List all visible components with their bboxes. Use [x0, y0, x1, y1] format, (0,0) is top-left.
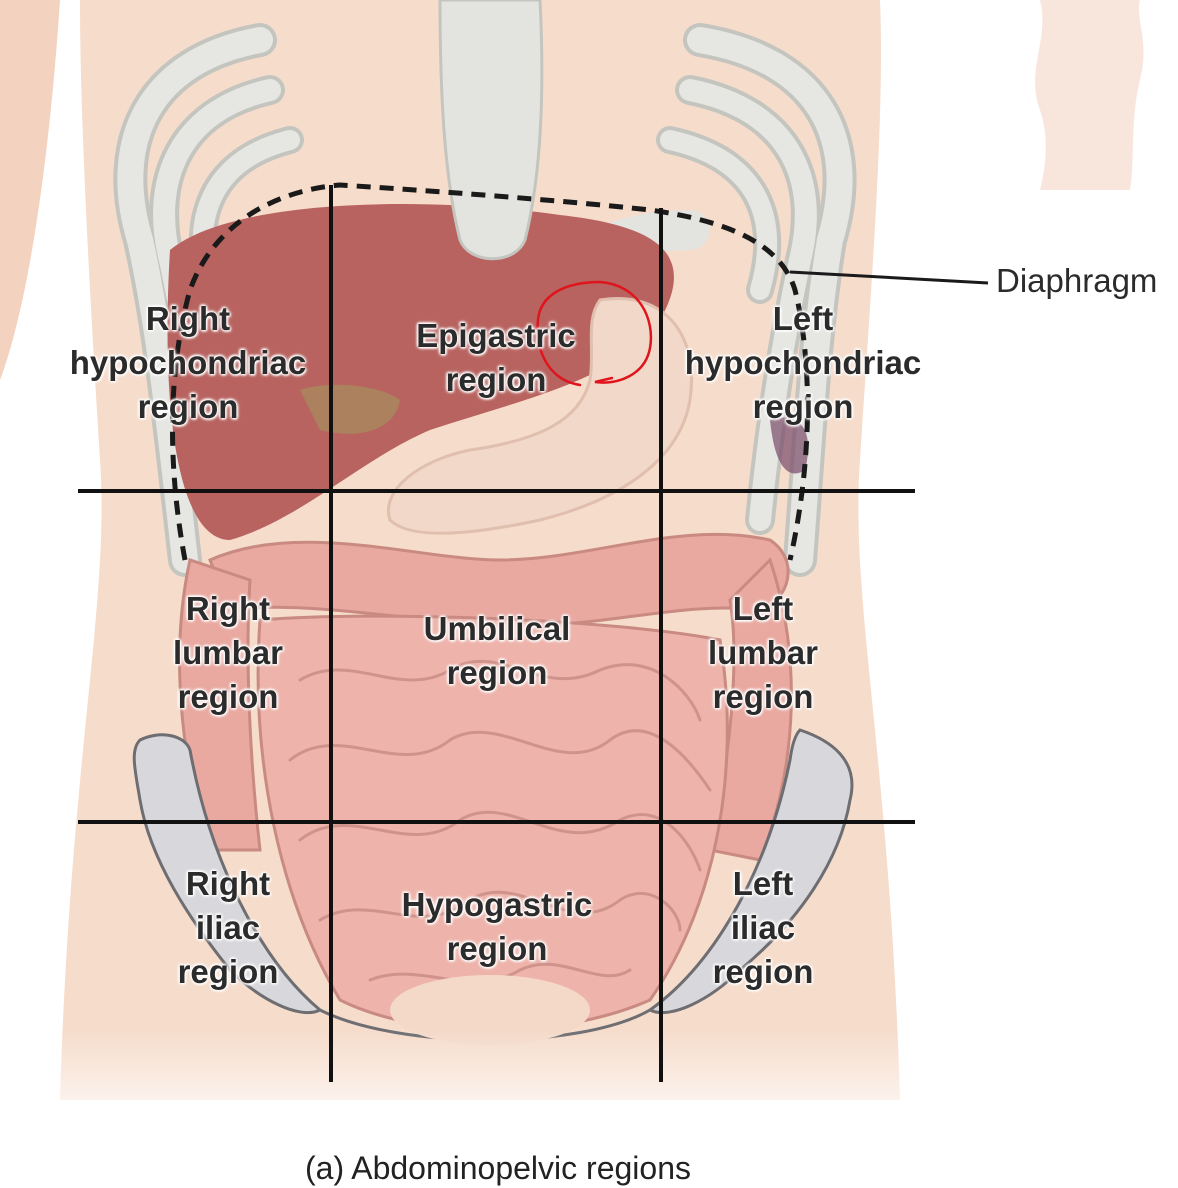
label-line: Umbilical — [423, 610, 571, 647]
right-iliac-bone — [132, 733, 323, 1015]
region-grid — [78, 185, 915, 1082]
diaphragm-pointer-line — [789, 270, 989, 285]
label-line: region — [445, 361, 547, 398]
stomach — [387, 297, 693, 535]
label-line: region — [752, 388, 854, 425]
label-line: Left — [732, 865, 794, 902]
label-line: Left — [732, 590, 794, 627]
region-right-lumbar: Right lumbar region — [173, 587, 283, 719]
label-line: region — [446, 930, 548, 967]
label-line: lumbar — [172, 634, 284, 671]
region-umbilical: Umbilical region — [424, 607, 571, 695]
bladder — [390, 975, 590, 1045]
label-line: Right — [185, 590, 271, 627]
region-epigastric: Epigastric region — [416, 314, 576, 402]
right-body-contour — [1035, 0, 1144, 190]
label-line: Right — [145, 300, 231, 337]
left-arm-edge — [0, 0, 60, 380]
label-line: Hypogastric — [401, 886, 593, 923]
ascending-colon — [178, 558, 262, 852]
bottom-white — [0, 1140, 1178, 1188]
label-line: Left — [772, 300, 834, 337]
label-line: hypochondriac — [684, 344, 922, 381]
gallbladder — [300, 384, 400, 434]
label-line: region — [446, 654, 548, 691]
region-left-lumbar: Left lumbar region — [708, 587, 818, 719]
diaphragm-outline — [170, 182, 810, 561]
region-left-iliac: Left iliac region — [713, 862, 814, 994]
spleen — [770, 417, 809, 474]
label-line: Epigastric — [416, 317, 576, 354]
red-annotation-circle — [536, 280, 653, 387]
label-line: region — [712, 953, 814, 990]
label-line: Right — [185, 865, 271, 902]
region-left-hypochondriac: Left hypochondriac region — [685, 297, 922, 429]
label-line: iliac — [730, 909, 796, 946]
label-line: hypochondriac — [69, 344, 307, 381]
figure-caption: (a) Abdominopelvic regions — [305, 1150, 691, 1186]
region-right-iliac: Right iliac region — [178, 862, 279, 994]
label-line: iliac — [195, 909, 261, 946]
left-iliac-bone — [647, 728, 854, 1015]
label-line: region — [137, 388, 239, 425]
sternum — [438, 0, 544, 261]
label-line: region — [712, 678, 814, 715]
label-line: region — [177, 953, 279, 990]
label-line: lumbar — [707, 634, 819, 671]
label-line: region — [177, 678, 279, 715]
region-right-hypochondriac: Right hypochondriac region — [70, 297, 307, 429]
region-hypogastric: Hypogastric region — [402, 883, 593, 971]
diaphragm-label: Diaphragm — [996, 262, 1158, 299]
liver — [167, 204, 674, 541]
bottom-fade — [0, 1030, 1000, 1140]
